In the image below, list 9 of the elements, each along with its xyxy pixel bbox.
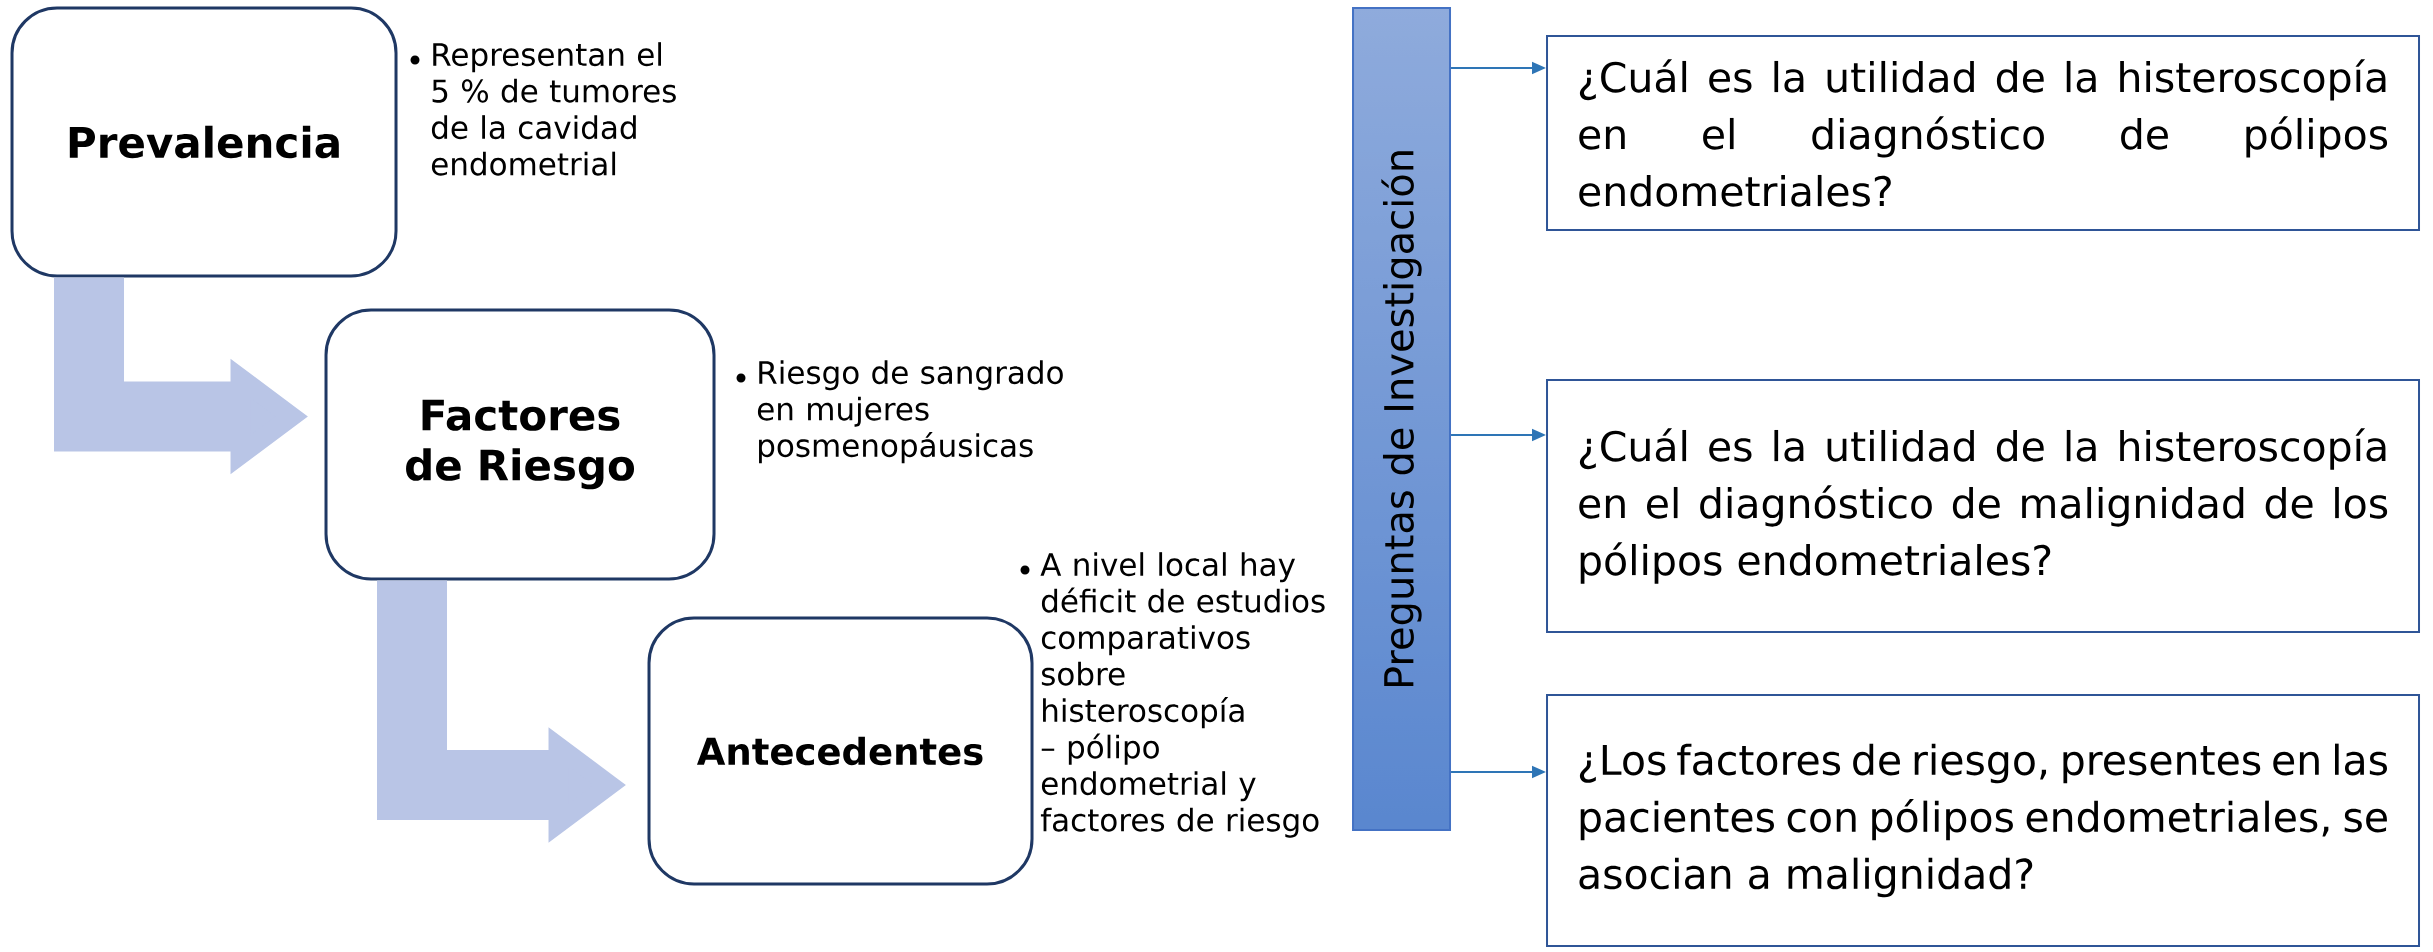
step-box: Antecedentes: [647, 616, 1034, 886]
bullet-item: Representan el 5 % de tumores de la cavidad endometrial: [410, 42, 676, 176]
bullet-item: Riesgo de sangrado en mujeres posmenopáusicas: [736, 360, 1063, 464]
question-box: ¿Los factores de riesgo, presentes en las pacientes con pólipos endometriales, se asocian a malignidad?: [1546, 694, 2420, 947]
question-box: ¿Cuál es la utilidad de la histeroscopía en el diagnóstico de pólipos endometriales?: [1546, 35, 2420, 231]
step-box: Prevalencia: [10, 6, 398, 278]
vertical-banner: Preguntas de Investigación: [1352, 7, 1451, 831]
question-box: ¿Cuál es la utilidad de la histeroscopía en el diagnóstico de malignidad de los pólipos endometriales?: [1546, 379, 2420, 633]
step-box: Factores de Riesgo: [324, 308, 716, 581]
